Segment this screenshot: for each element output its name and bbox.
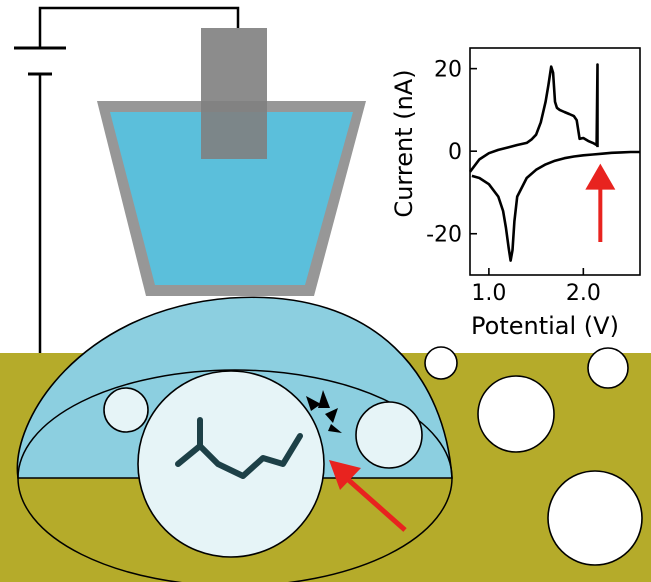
pore-bubble xyxy=(424,346,458,380)
spark-burst-icon xyxy=(306,390,342,433)
voltammogram-chart: 20 0 -20 1.0 2.0 Current (nA) Potential (V) xyxy=(390,47,641,340)
pipette-electrolyte xyxy=(110,112,353,285)
cv-sweep-line-1 xyxy=(471,150,640,262)
pore-bubble xyxy=(477,375,555,453)
y-axis-label: Current (nA) xyxy=(390,69,418,217)
droplet-base-rim xyxy=(17,369,453,582)
inner-pore-bubble xyxy=(103,387,149,433)
battery-icon xyxy=(14,46,66,76)
cv-sweep-line-2 xyxy=(468,63,599,173)
pore-bubble xyxy=(547,470,643,566)
y-tick-label: 20 xyxy=(434,58,462,83)
electrode-rod xyxy=(201,28,267,159)
red-arrow-icon xyxy=(329,460,407,532)
x-axis-label: Potential (V) xyxy=(471,312,619,340)
circuit-wire xyxy=(38,6,240,353)
main-pore xyxy=(137,370,325,558)
x-tick-label: 1.0 xyxy=(471,281,506,306)
chart-arrow-head xyxy=(585,163,616,190)
y-tick-label: -20 xyxy=(426,223,462,248)
plot-frame xyxy=(469,47,641,276)
x-tick-label: 2.0 xyxy=(566,281,601,306)
y-tick-label: 0 xyxy=(448,140,462,165)
inner-pore-bubble xyxy=(355,401,423,469)
pore-bubble xyxy=(587,347,629,389)
